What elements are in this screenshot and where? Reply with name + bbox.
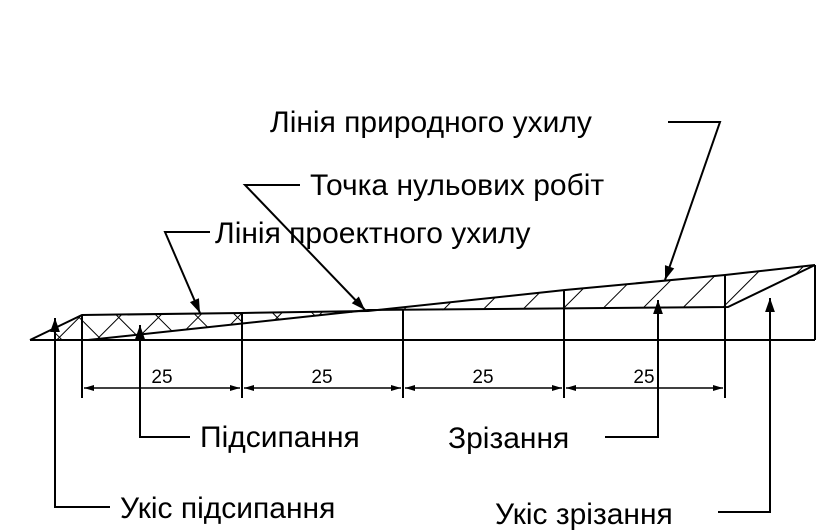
label-fill: Підсипання [200,421,360,454]
label-cut: Зрізання [448,422,569,455]
dimension-label: 25 [311,367,332,388]
label-natural-slope-line: Лінія природного ухилу [270,106,592,139]
label-fill-slope: Укіс підсипання [120,492,335,525]
label-design-slope-line: Лінія проектного ухилу [215,217,530,250]
label-cut-slope: Укіс зрізання [495,498,673,530]
dimension-label: 25 [472,367,493,388]
design-slope-line [87,264,816,341]
leader-lines [50,121,775,513]
dimension-label: 25 [151,367,172,388]
dimension-label: 25 [633,367,654,388]
label-zero-work-point: Точка нульових робіт [310,169,604,202]
